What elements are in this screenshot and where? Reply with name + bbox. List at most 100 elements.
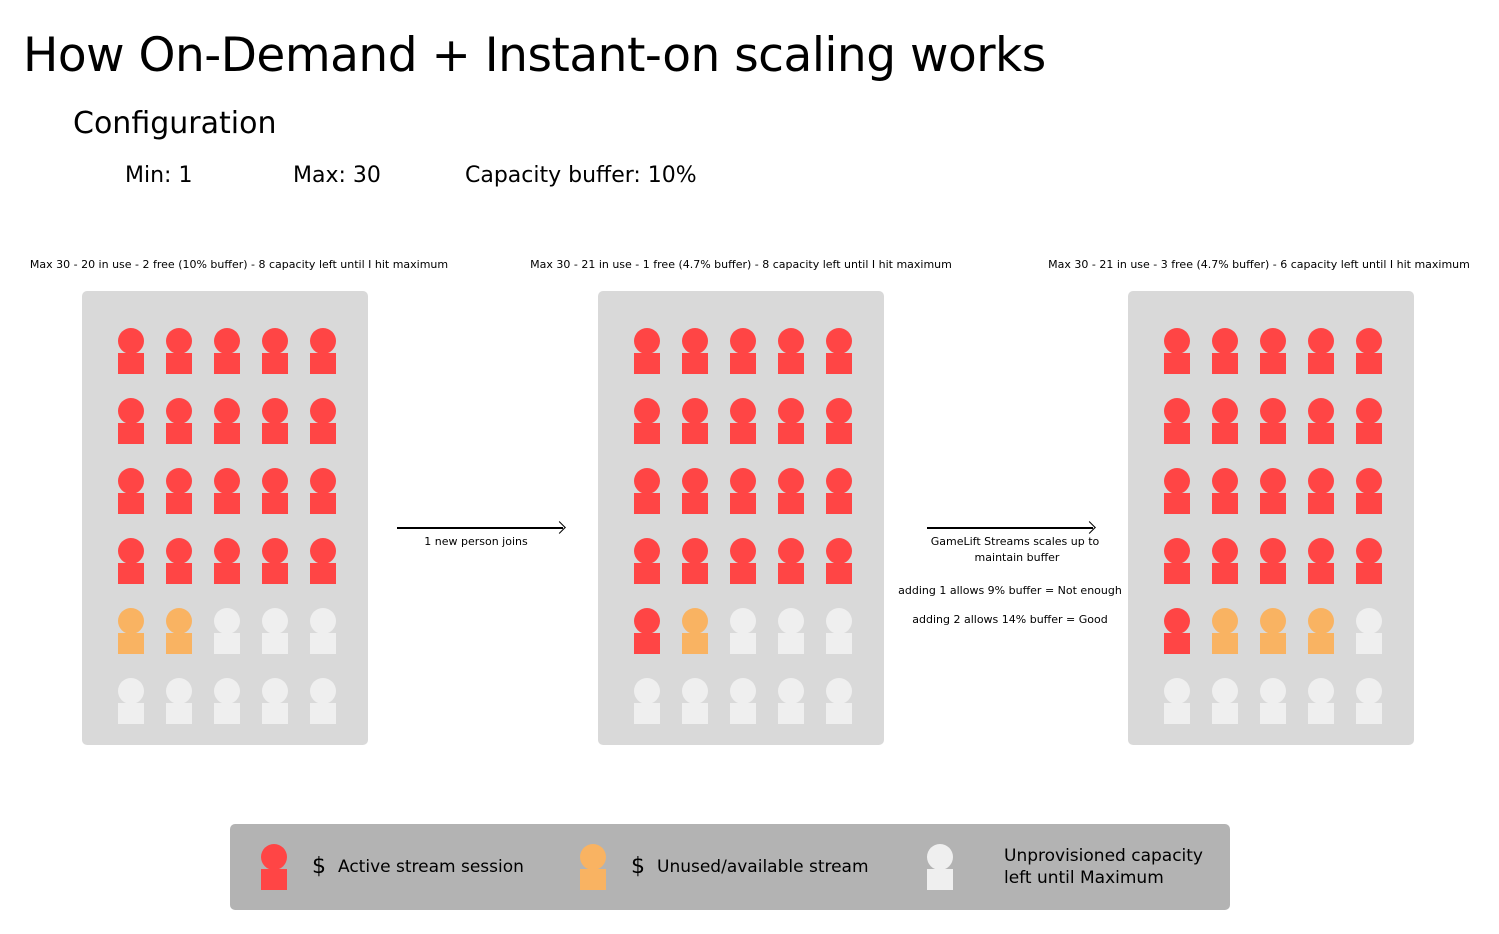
person-active-icon [310, 538, 336, 584]
person-active-icon [118, 538, 144, 584]
legend-unused-body [580, 869, 606, 890]
person-unprovisioned-icon [310, 608, 336, 654]
person-unprovisioned-icon [1212, 678, 1238, 724]
legend-active-dollar-icon: $ [312, 854, 326, 879]
person-unprovisioned-icon [1260, 678, 1286, 724]
transition-1-arrow-icon [397, 521, 566, 534]
person-active-icon [682, 468, 708, 514]
person-active-icon [682, 538, 708, 584]
person-active-icon [262, 538, 288, 584]
person-active-icon [214, 398, 240, 444]
person-active-icon [1164, 398, 1190, 444]
person-unprovisioned-icon [826, 678, 852, 724]
legend-active-person-icon [261, 844, 287, 890]
person-active-icon [1308, 468, 1334, 514]
legend-unprovisioned-body [927, 869, 953, 890]
person-unprovisioned-icon [214, 678, 240, 724]
transition-2-label-line-2: maintain buffer [974, 551, 1060, 564]
person-active-icon [262, 398, 288, 444]
person-active-icon [1308, 538, 1334, 584]
person-unprovisioned-icon [1308, 678, 1334, 724]
person-active-icon [1356, 398, 1382, 444]
person-active-icon [730, 328, 756, 374]
person-active-icon [682, 328, 708, 374]
transition-2-arrow-icon [927, 521, 1096, 534]
person-unused-icon [166, 608, 192, 654]
config-capacity-buffer: Capacity buffer: 10% [465, 163, 697, 188]
person-active-icon [730, 398, 756, 444]
person-unprovisioned-icon [682, 678, 708, 724]
person-active-icon [118, 468, 144, 514]
person-active-icon [1212, 398, 1238, 444]
person-active-icon [634, 328, 660, 374]
person-active-icon [826, 538, 852, 584]
person-unprovisioned-icon [214, 608, 240, 654]
person-active-icon [310, 398, 336, 444]
person-unused-icon [1212, 608, 1238, 654]
stage-3-caption: Max 30 - 21 in use - 3 free (4.7% buffer… [1048, 258, 1470, 271]
legend-unprovisioned-head [927, 844, 953, 870]
person-active-icon [1212, 328, 1238, 374]
legend-unused-head [580, 844, 606, 870]
person-active-icon [1164, 538, 1190, 584]
legend-unprovisioned-person-icon [927, 844, 953, 890]
person-unprovisioned-icon [730, 608, 756, 654]
person-active-icon [730, 538, 756, 584]
legend-unused-label: Unused/available stream [657, 857, 869, 877]
person-active-icon [1356, 468, 1382, 514]
person-active-icon [634, 468, 660, 514]
person-active-icon [826, 398, 852, 444]
person-unprovisioned-icon [1164, 678, 1190, 724]
person-active-icon [634, 538, 660, 584]
legend-unprovisioned-label-line-1: Unprovisioned capacity [1004, 846, 1203, 866]
person-active-icon [826, 468, 852, 514]
person-unprovisioned-icon [778, 678, 804, 724]
legend-unused-dollar-icon: $ [631, 854, 645, 879]
person-active-icon [1260, 398, 1286, 444]
person-active-icon [1164, 328, 1190, 374]
person-active-icon [262, 328, 288, 374]
legend-unprovisioned-label-line-2: left until Maximum [1004, 868, 1164, 888]
person-active-icon [166, 538, 192, 584]
person-unprovisioned-icon [310, 678, 336, 724]
person-active-icon [118, 328, 144, 374]
person-unused-icon [1260, 608, 1286, 654]
person-unprovisioned-icon [730, 678, 756, 724]
person-active-icon [1356, 328, 1382, 374]
person-active-icon [214, 468, 240, 514]
person-unprovisioned-icon [778, 608, 804, 654]
person-active-icon [778, 398, 804, 444]
person-unprovisioned-icon [634, 678, 660, 724]
person-active-icon [1212, 538, 1238, 584]
person-active-icon [1164, 608, 1190, 654]
stage-3-capacity-panel [1128, 291, 1414, 745]
stage-1-caption: Max 30 - 20 in use - 2 free (10% buffer)… [29, 258, 449, 271]
person-unused-icon [682, 608, 708, 654]
stage-1-capacity-panel [82, 291, 368, 745]
person-unprovisioned-icon [262, 608, 288, 654]
person-active-icon [682, 398, 708, 444]
person-active-icon [778, 468, 804, 514]
legend: $ Active stream session $ Unused/availab… [230, 824, 1230, 910]
person-active-icon [1164, 468, 1190, 514]
person-unprovisioned-icon [1356, 608, 1382, 654]
person-active-icon [778, 538, 804, 584]
person-unprovisioned-icon [1356, 678, 1382, 724]
person-unprovisioned-icon [262, 678, 288, 724]
person-active-icon [1308, 328, 1334, 374]
config-min: Min: 1 [125, 163, 193, 188]
transition-1-label: 1 new person joins [424, 535, 528, 548]
transition-2-note-good: adding 2 allows 14% buffer = Good [912, 613, 1108, 626]
person-unprovisioned-icon [166, 678, 192, 724]
person-unused-icon [118, 608, 144, 654]
transition-2-label-line-1: GameLift Streams scales up to [930, 535, 1100, 548]
person-active-icon [118, 398, 144, 444]
person-active-icon [166, 328, 192, 374]
legend-unused-person-icon [580, 844, 606, 890]
legend-active-head [261, 844, 287, 870]
person-active-icon [310, 328, 336, 374]
person-active-icon [310, 468, 336, 514]
person-unprovisioned-icon [826, 608, 852, 654]
person-unused-icon [1308, 608, 1334, 654]
person-active-icon [1308, 398, 1334, 444]
